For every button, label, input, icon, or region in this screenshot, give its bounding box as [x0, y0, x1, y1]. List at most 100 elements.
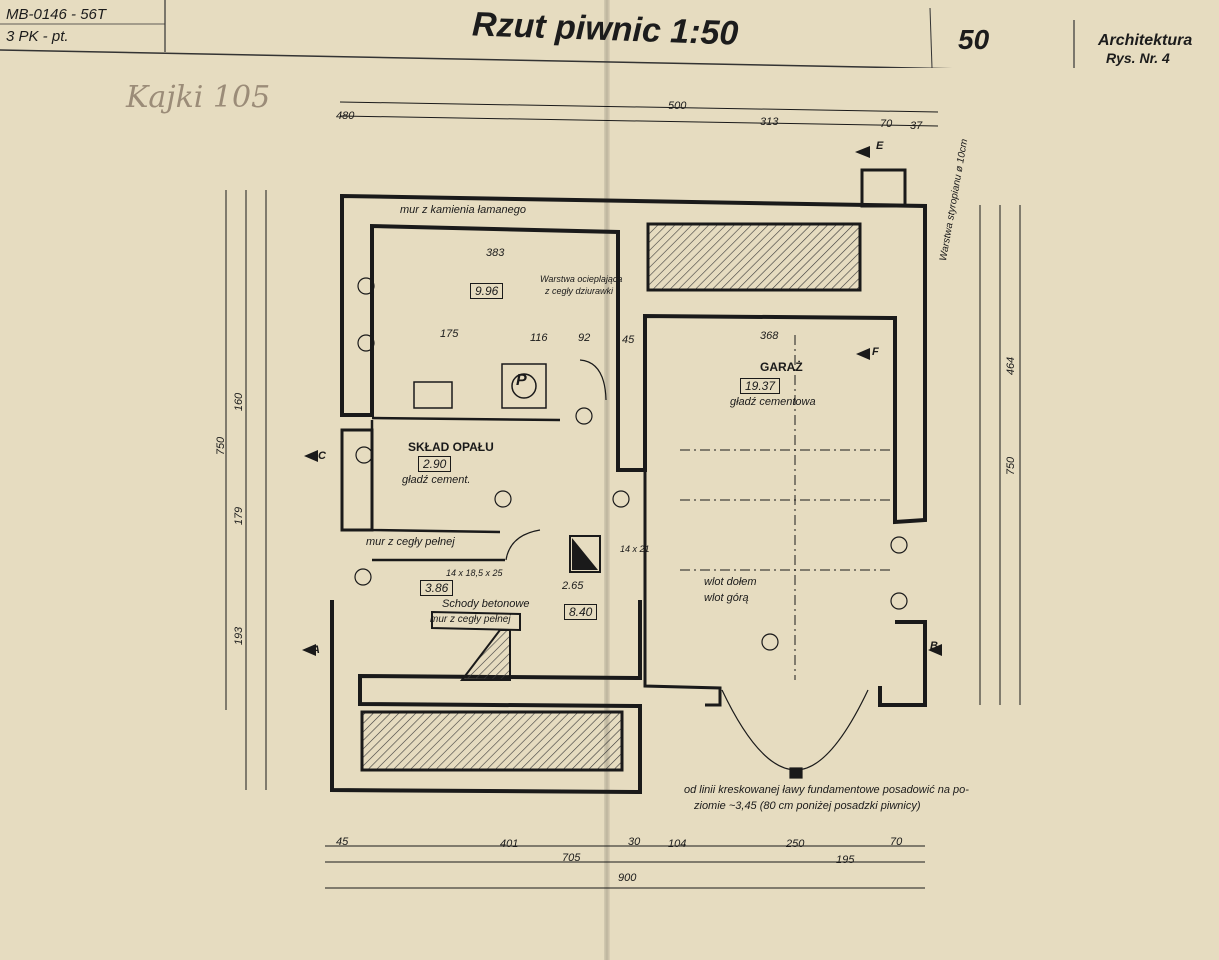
door-mark-2 [494, 490, 512, 508]
boiler-symbol [501, 363, 547, 409]
door-swing-hall [579, 359, 607, 401]
section-marker-a [302, 644, 316, 656]
dim-line-top-2 [339, 115, 939, 127]
garage-left-wall [643, 470, 722, 707]
chimney [860, 168, 907, 208]
dim-bottom-45: 45 [336, 836, 349, 848]
title-block: MB-0146 - 56T 3 PK - pt. Rzut piwnic 1:5… [0, 0, 1219, 68]
department: Architektura [1098, 32, 1193, 49]
wall-note-insulation: Warstwa ocieplająca [540, 274, 623, 284]
wall-note-brick: mur z cegły pełnej [366, 536, 455, 548]
dim-top-313: 313 [760, 116, 779, 128]
chimney-flue [569, 535, 601, 573]
wall-note-stone: mur z kamienia łamanego [400, 204, 526, 216]
window-mark-6 [890, 592, 908, 610]
dim-right-464: 464 [1005, 356, 1018, 376]
dim-265: 2.65 [562, 580, 584, 592]
dim-bottom-195: 195 [836, 854, 855, 866]
window-mark-3 [355, 446, 373, 464]
garage-finish: gładź cementowa [730, 396, 816, 408]
dim-bottom-30: 30 [628, 836, 641, 848]
dim-right-750: 750 [1005, 456, 1018, 476]
inlet-bottom: wlot dołem [704, 576, 757, 588]
dim-bottom-250: 250 [786, 838, 805, 850]
section-marker-c [304, 450, 318, 462]
garage-door-swing-right [795, 689, 869, 771]
hatched-foundation-bottom [360, 710, 624, 772]
dim-bottom-70: 70 [890, 836, 903, 848]
stairs-note: Schody betonowe [442, 598, 530, 610]
area-garage: 19.37 [740, 378, 781, 394]
window-mark-5 [890, 536, 908, 554]
drawing-subcode: 3 PK - pt. [6, 28, 69, 45]
title-block-frame [0, 0, 1075, 68]
boiler-circle [511, 373, 537, 399]
room-garage-name: GARAŻ [760, 360, 803, 374]
drawing-number: Rys. Nr. 4 [1106, 50, 1170, 66]
section-label-f: F [872, 346, 879, 358]
paper-fold [604, 0, 610, 960]
dim-left-179: 179 [233, 506, 246, 526]
left-wall-lower [340, 428, 374, 532]
section-label-c: C [318, 450, 326, 462]
dim-45: 45 [622, 334, 635, 346]
dim-368: 368 [760, 330, 779, 342]
dim-top-500: 500 [668, 100, 687, 112]
window-mark-2 [357, 334, 375, 352]
fuel-store-finish: gładź cement. [402, 474, 471, 486]
sink-symbol [413, 381, 453, 409]
sheet-number: 50 [958, 24, 990, 55]
stair-wall [431, 610, 521, 632]
drawing-code: MB-0146 - 56T [6, 6, 107, 23]
dim-left-193: 193 [233, 626, 246, 646]
dim-bottom-900: 900 [618, 872, 637, 884]
boiler-p: P [516, 372, 527, 389]
wall-note-brick-2: mur z cegły pełnej [430, 614, 511, 625]
section-marker-e [855, 146, 870, 158]
dim-top-480: 480 [336, 110, 355, 122]
dim-92: 92 [578, 332, 591, 344]
room-fuel-store-name: SKŁAD OPAŁU [408, 440, 494, 454]
flue-dim: 14 x 21 [620, 544, 650, 554]
inlet-top: wlot górą [704, 592, 749, 604]
section-marker-b [928, 644, 942, 656]
lower-outer-wall [330, 600, 642, 795]
window-mark-4 [354, 568, 372, 586]
dim-bottom-401: 401 [500, 838, 519, 850]
section-label-e: E [876, 140, 884, 152]
hall-partition [370, 416, 561, 562]
area-stair-hall: 3.86 [420, 580, 454, 596]
hatched-foundation-top [646, 222, 862, 292]
section-marker-f [856, 348, 870, 360]
dim-top-37: 37 [910, 120, 923, 132]
wall-note-insulation-2: z cegły dziurawki [545, 286, 614, 296]
door-swing-lower [505, 529, 541, 561]
area-fuel-store: 2.90 [418, 456, 452, 472]
dim-175: 175 [440, 328, 459, 340]
foundation-note-2: ziomie ~3,45 (80 cm poniżej posadzki piw… [694, 800, 921, 812]
dim-bottom-705: 705 [562, 852, 581, 864]
window-mark-1 [357, 277, 375, 295]
dim-bottom-104: 104 [668, 838, 687, 850]
area-hall: 8.40 [564, 604, 598, 620]
dim-line-top-1 [339, 101, 939, 113]
section-label-a: A [312, 644, 320, 656]
door-mark-3 [612, 490, 630, 508]
hatched-stair-landing [459, 629, 511, 681]
door-mark-4 [761, 633, 779, 651]
dim-383: 383 [486, 247, 505, 259]
foundation-note-1: od linii kreskowanej ławy fundamentowe p… [684, 784, 969, 796]
stair-step-note: 14 x 18,5 x 25 [446, 568, 503, 578]
area-boiler-room: 9.96 [470, 283, 504, 299]
garage-drain [789, 767, 803, 779]
door-mark-1 [575, 407, 593, 425]
dim-116: 116 [530, 332, 548, 344]
flue-black [572, 538, 598, 570]
dim-left-750: 750 [215, 436, 228, 456]
garage-right-wall [878, 620, 927, 707]
garage-door-swing-left [721, 689, 797, 771]
pencil-note: Kajki 105 [126, 80, 271, 115]
section-label-b: B [930, 640, 938, 652]
